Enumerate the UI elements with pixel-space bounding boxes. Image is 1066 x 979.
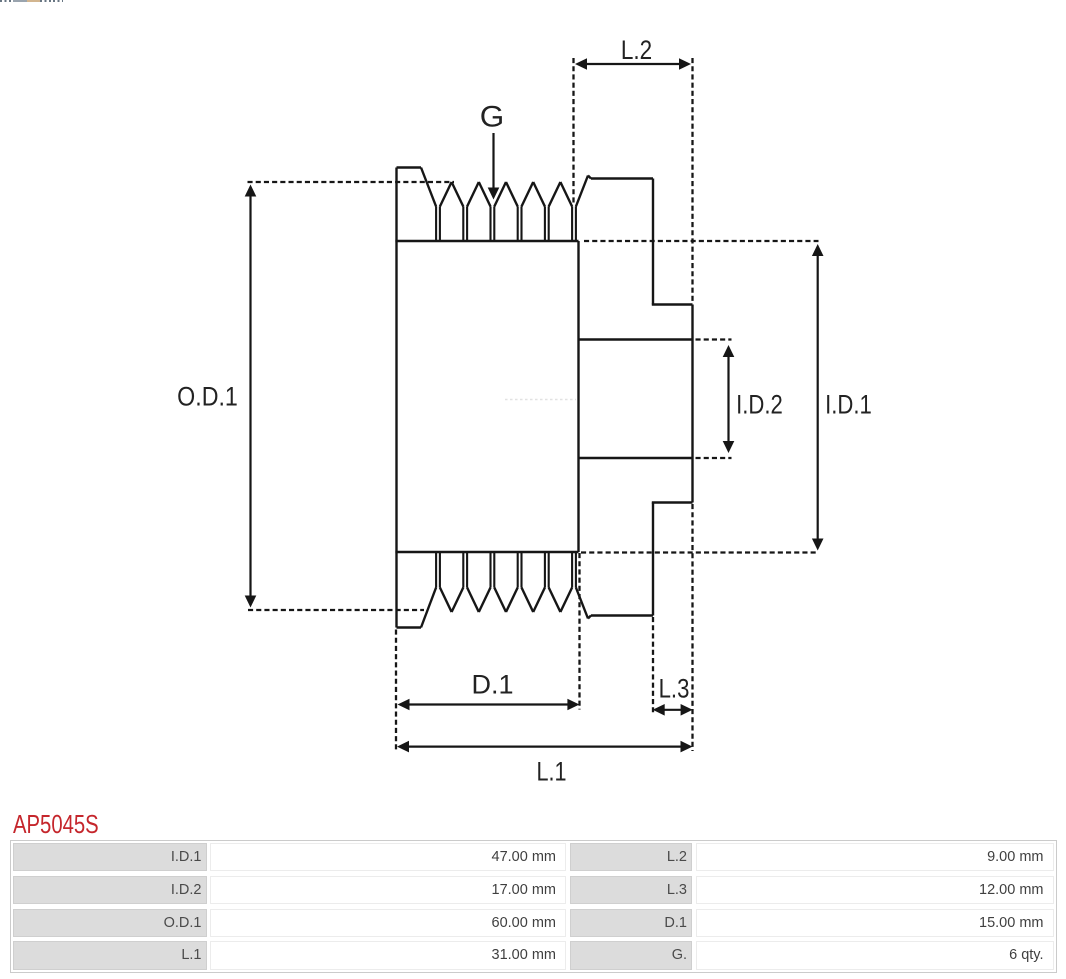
svg-text:I.D.1: I.D.1 bbox=[825, 391, 872, 421]
svg-text:O.D.1: O.D.1 bbox=[177, 382, 238, 412]
svg-text:L.1: L.1 bbox=[536, 757, 566, 787]
svg-text:I.D.2: I.D.2 bbox=[736, 391, 783, 421]
svg-text:D.1: D.1 bbox=[471, 670, 513, 700]
svg-text:L.2: L.2 bbox=[621, 36, 652, 65]
svg-text:G: G bbox=[480, 99, 504, 133]
svg-text:L.3: L.3 bbox=[659, 675, 690, 705]
